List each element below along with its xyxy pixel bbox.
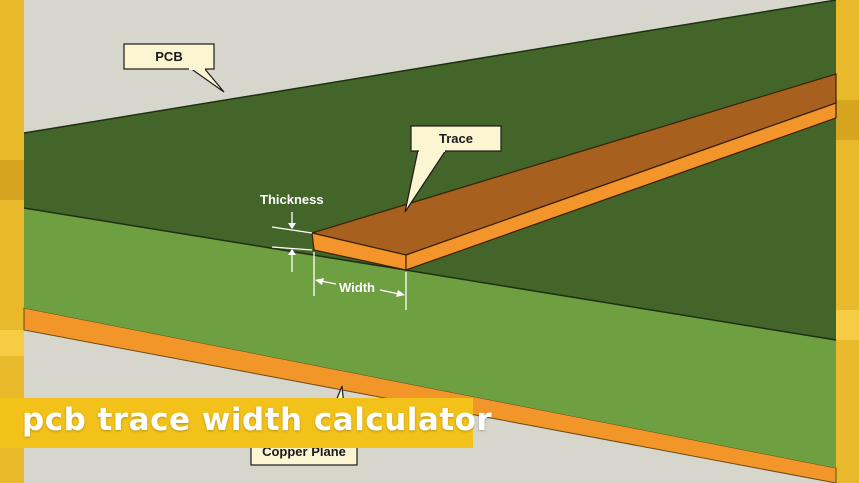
trace-callout-box bbox=[410, 125, 502, 152]
pcb-callout-joint bbox=[189, 66, 205, 70]
width-arrow-head bbox=[396, 290, 405, 297]
width-arrow-head bbox=[315, 278, 324, 285]
pcb-label: PCB bbox=[155, 49, 182, 64]
pcb-front-edge bbox=[23, 207, 837, 341]
pcb-callout-box bbox=[123, 43, 215, 70]
thickness-extension-line bbox=[271, 226, 313, 234]
trace-callout-joint bbox=[419, 148, 445, 152]
trace-label: Trace bbox=[439, 131, 473, 146]
thickness-arrow-head bbox=[288, 249, 296, 255]
trace-callout: Trace bbox=[404, 125, 502, 213]
trace-side-face bbox=[405, 102, 837, 271]
frame-stripe bbox=[0, 160, 24, 200]
pcb-top-edge bbox=[23, 0, 837, 134]
thickness-label: Thickness bbox=[260, 192, 324, 207]
pcb-side-face bbox=[24, 208, 836, 468]
thickness-arrow-head bbox=[288, 223, 296, 229]
frame-stripe bbox=[836, 310, 859, 340]
pcb-callout: PCB bbox=[123, 43, 225, 93]
frame-stripe bbox=[836, 100, 859, 140]
width-label: Width bbox=[339, 280, 375, 295]
frame-stripe bbox=[0, 330, 24, 356]
caption-bar bbox=[0, 398, 473, 448]
caption-title: pcb trace width calculator bbox=[22, 402, 493, 438]
thickness-extension-line bbox=[271, 246, 313, 251]
